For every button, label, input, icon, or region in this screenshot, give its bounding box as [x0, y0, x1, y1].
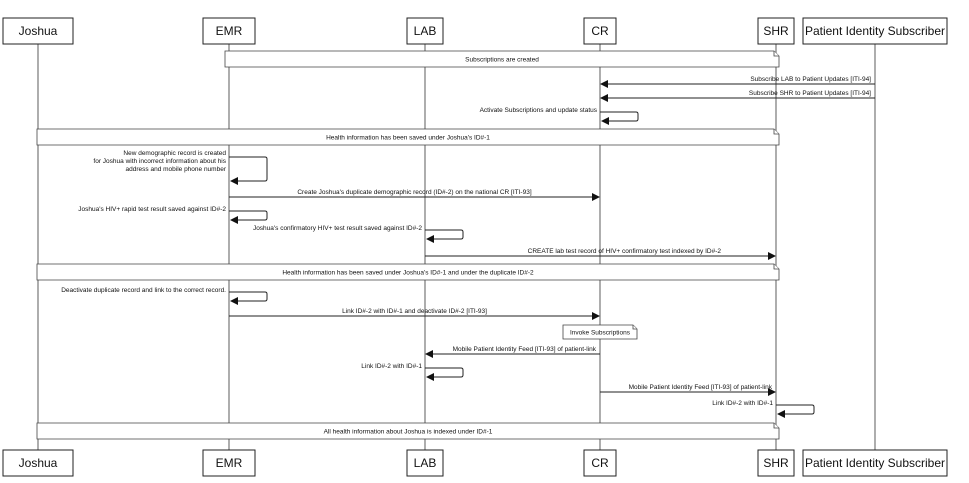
message-label: Subscribe LAB to Patient Updates [ITI-94…	[750, 76, 871, 83]
participant-label: SHR	[763, 24, 789, 38]
message-label: Subscribe SHR to Patient Updates [ITI-94…	[749, 90, 871, 97]
message-label: Create Joshua's duplicate demographic re…	[297, 189, 531, 196]
message-arrow: Mobile Patient Identity Feed [ITI-93] of…	[425, 346, 600, 358]
self-message-label: Link ID#-2 with ID#-1	[361, 363, 422, 370]
message-arrow: Create Joshua's duplicate demographic re…	[229, 189, 600, 201]
participant-emr-bottom: EMR	[202, 449, 256, 477]
participant-label: Patient Identity Subscriber	[805, 456, 945, 470]
note-box: All health information about Joshua is i…	[36, 422, 780, 440]
participant-joshua-top: Joshua	[2, 17, 74, 45]
note-text: Health information has been saved under …	[326, 134, 490, 141]
participant-label: CR	[591, 24, 609, 38]
self-message-label: Joshua's confirmatory HIV+ test result s…	[253, 225, 422, 232]
participant-shr-bottom: SHR	[757, 449, 795, 477]
message-arrow: Subscribe LAB to Patient Updates [ITI-94…	[600, 76, 875, 88]
participant-label: LAB	[414, 24, 437, 38]
message-arrow: Subscribe SHR to Patient Updates [ITI-94…	[600, 90, 875, 102]
participant-label: CR	[591, 456, 609, 470]
participant-pis-top: Patient Identity Subscriber	[802, 17, 948, 45]
message-label: Mobile Patient Identity Feed [ITI-93] of…	[629, 384, 773, 391]
note-box: Health information has been saved under …	[36, 128, 780, 146]
note-box: Health information has been saved under …	[36, 263, 780, 281]
participant-joshua-bottom: Joshua	[2, 449, 74, 477]
self-message: Link ID#-2 with ID#-1	[712, 400, 815, 418]
note-box: Subscriptions are created	[224, 50, 780, 68]
participant-cr-bottom: CR	[583, 449, 617, 477]
self-message: Joshua's HIV+ rapid test result saved ag…	[78, 206, 268, 224]
participant-label: SHR	[763, 456, 789, 470]
note-text: Invoke Subscriptions	[570, 329, 631, 336]
participant-label: Joshua	[19, 24, 58, 38]
participant-cr-top: CR	[583, 17, 617, 45]
self-message: Deactivate duplicate record and link to …	[61, 287, 268, 305]
message-arrow: Link ID#-2 with ID#-1 and deactivate ID#…	[229, 308, 600, 320]
message-label: CREATE lab test record of HIV+ confirmat…	[528, 248, 722, 255]
participant-emr-top: EMR	[202, 17, 256, 45]
note-text: Subscriptions are created	[465, 56, 539, 63]
participant-label: Patient Identity Subscriber	[805, 24, 945, 38]
participant-label: EMR	[216, 456, 243, 470]
message-label: Link ID#-2 with ID#-1 and deactivate ID#…	[342, 308, 487, 315]
self-message: Link ID#-2 with ID#-1	[361, 363, 464, 381]
self-message: Joshua's confirmatory HIV+ test result s…	[253, 225, 464, 243]
participant-pis-bottom: Patient Identity Subscriber	[802, 449, 948, 477]
message-arrow: Mobile Patient Identity Feed [ITI-93] of…	[600, 384, 776, 396]
note-text: All health information about Joshua is i…	[324, 428, 493, 435]
self-message-label: Link ID#-2 with ID#-1	[712, 400, 773, 407]
self-message-label: Deactivate duplicate record and link to …	[61, 287, 226, 294]
self-message-label: Activate Subscriptions and update status	[480, 107, 598, 114]
message-label: Mobile Patient Identity Feed [ITI-93] of…	[453, 346, 597, 353]
note-box: Invoke Subscriptions	[562, 324, 638, 340]
participant-lab-top: LAB	[406, 17, 444, 45]
self-message-label: Joshua's HIV+ rapid test result saved ag…	[78, 206, 226, 213]
participant-label: LAB	[414, 456, 437, 470]
self-message: Activate Subscriptions and update status	[480, 107, 639, 125]
note-text: Health information has been saved under …	[282, 269, 534, 276]
participant-label: Joshua	[19, 456, 58, 470]
participant-shr-top: SHR	[757, 17, 795, 45]
participant-label: EMR	[216, 24, 243, 38]
message-arrow: CREATE lab test record of HIV+ confirmat…	[425, 248, 776, 260]
participant-lab-bottom: LAB	[406, 449, 444, 477]
